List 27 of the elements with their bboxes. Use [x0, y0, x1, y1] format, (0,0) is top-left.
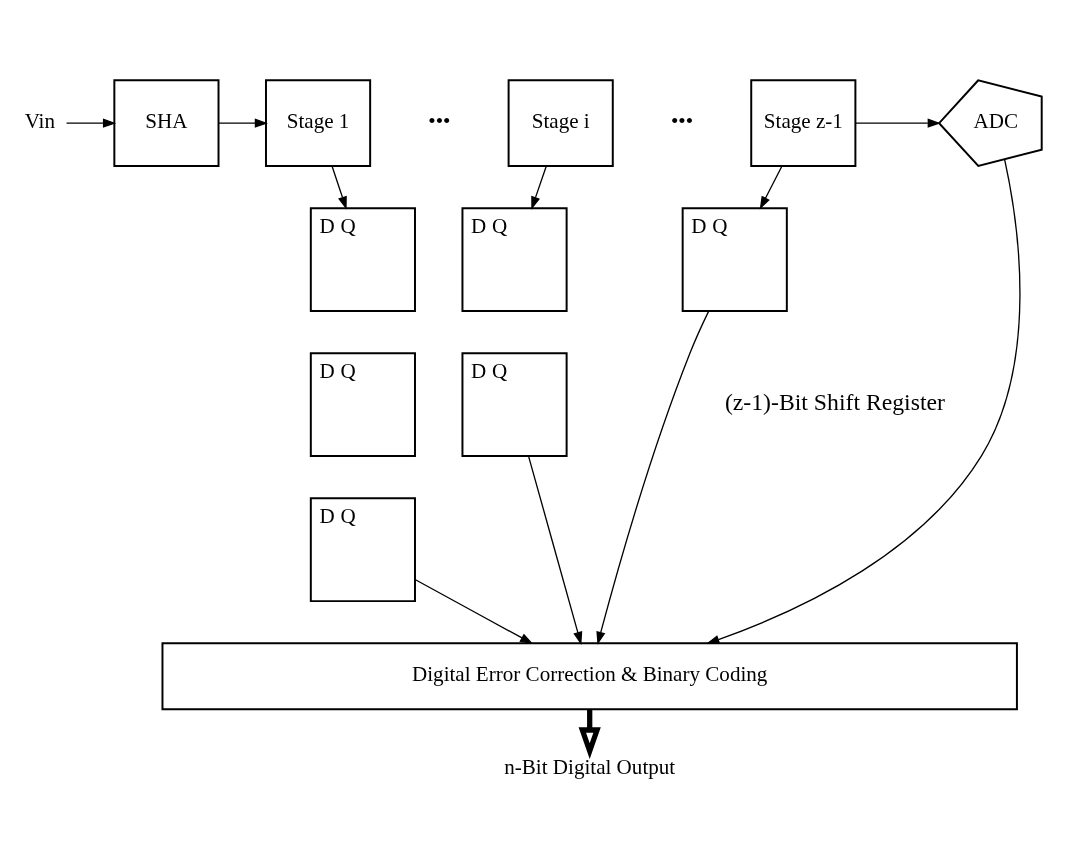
arrow	[706, 158, 1021, 644]
node-box: Stage 1	[265, 79, 372, 167]
arrow	[414, 579, 534, 645]
arrow	[217, 118, 268, 128]
node-box: D Q	[461, 207, 568, 312]
node-box: Stage z-1	[750, 79, 857, 167]
label: •••	[428, 109, 451, 134]
node-text: Vin	[24, 109, 56, 134]
arrow	[596, 310, 710, 645]
node-box: D Q	[309, 497, 416, 603]
node-box: D Q	[309, 207, 416, 312]
label: •••	[670, 109, 694, 134]
arrow	[578, 709, 601, 760]
arrow	[531, 165, 547, 210]
node-box: SHA	[113, 79, 220, 167]
node-text: n-Bit Digital Output	[504, 754, 676, 779]
node-box: D Q	[461, 352, 568, 458]
node-box: D Q	[681, 207, 788, 312]
arrow	[759, 165, 783, 210]
arrow	[854, 118, 941, 128]
arrow	[331, 165, 347, 210]
node-box: Stage i	[507, 79, 614, 167]
node-box: D Q	[309, 352, 416, 458]
arrow	[65, 118, 117, 128]
arrow	[528, 455, 583, 646]
node-box: Digital Error Correction & Binary Coding	[161, 642, 1018, 711]
label: (z-1)-Bit Shift Register	[724, 389, 945, 416]
